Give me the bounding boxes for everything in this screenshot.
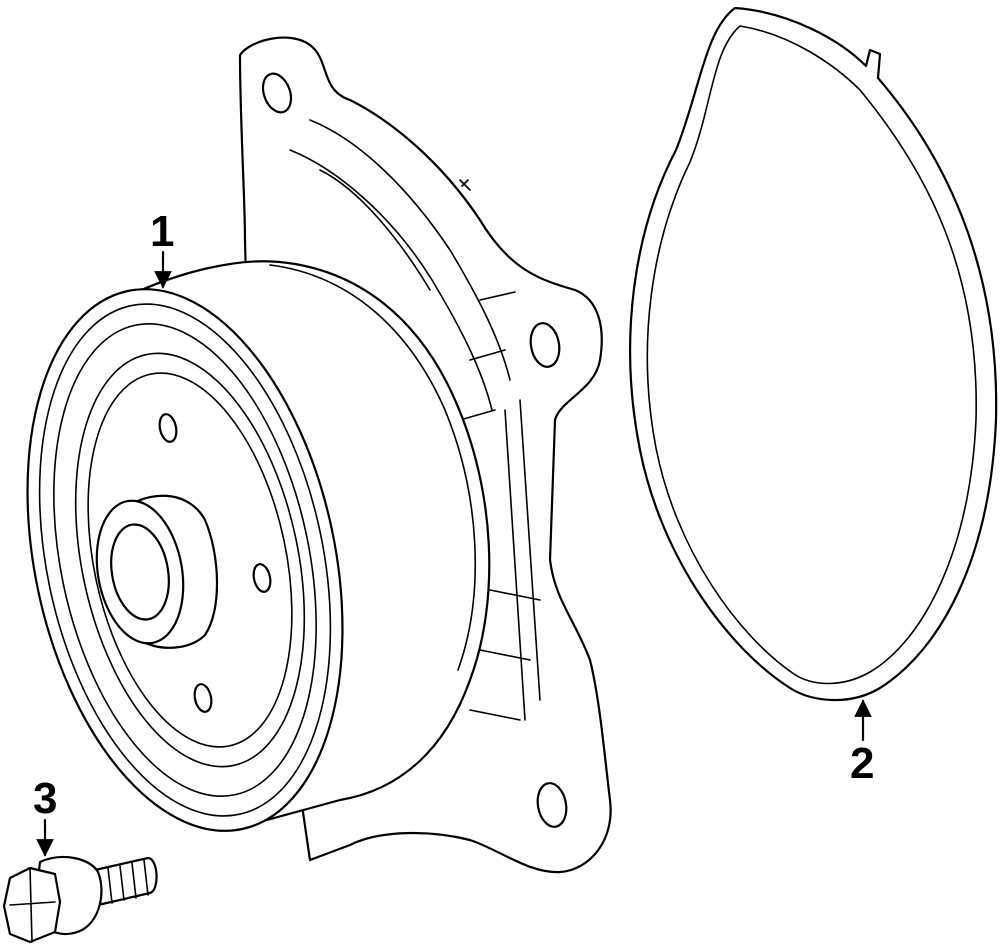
gasket [629,6,998,702]
bolt [2,855,158,944]
callout-3: 3 [33,774,57,857]
callout-1: 1 [150,207,174,289]
gasket-inner [646,25,977,685]
callout-2: 2 [850,699,874,788]
pulley [26,260,491,832]
callout-label-3: 3 [33,774,57,823]
housing-bolt-hole-top [261,72,293,114]
bolt-head [2,866,62,944]
housing-bolt-hole-bottom [536,782,568,828]
callout-label-2: 2 [850,739,874,788]
bolt-shank [93,856,158,907]
callout-label-1: 1 [150,207,174,256]
housing-bolt-hole-right [529,322,561,368]
gasket-outer [629,6,998,702]
